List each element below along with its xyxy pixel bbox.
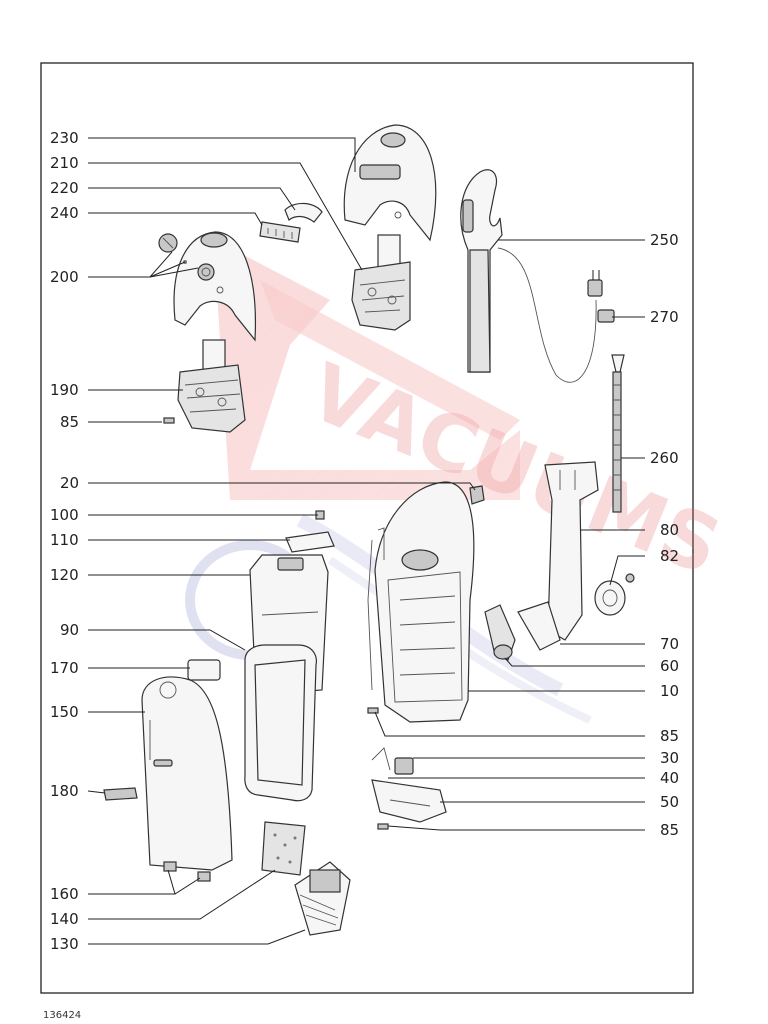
part-20-clip — [469, 485, 485, 505]
part-82-wheel — [594, 573, 635, 616]
callout-240: 240 — [50, 204, 79, 222]
callout-210: 210 — [50, 154, 79, 172]
callout-170: 170 — [50, 659, 79, 677]
part-200-hood — [158, 231, 257, 342]
part-130-filter — [294, 861, 351, 936]
part-180-insert — [103, 787, 138, 801]
callout-110: 110 — [50, 531, 79, 549]
callout-85-upper: 85 — [60, 413, 79, 431]
part-90-gasket-frame — [244, 644, 317, 802]
callout-20: 20 — [60, 474, 79, 492]
part-260-hose — [611, 354, 625, 513]
callout-260: 260 — [650, 449, 679, 467]
callout-120: 120 — [50, 566, 79, 584]
callout-85-lower: 85 — [660, 821, 679, 839]
part-30-switch — [394, 757, 414, 775]
part-10-chassis — [367, 481, 475, 723]
callout-150: 150 — [50, 703, 79, 721]
part-170-latch — [187, 659, 221, 681]
leader-lines — [87, 137, 645, 945]
part-190-motor-block — [177, 339, 246, 433]
part-50-base — [371, 779, 447, 823]
callout-140: 140 — [50, 910, 79, 928]
part-270-plug — [587, 270, 615, 323]
callout-50: 50 — [660, 793, 679, 811]
part-85-screw-a — [163, 417, 175, 424]
part-240 — [259, 221, 301, 243]
part-250-handle — [460, 169, 597, 383]
callout-160: 160 — [50, 885, 79, 903]
part-60-elbow — [484, 604, 516, 661]
part-80-tube — [544, 461, 599, 641]
callout-labels: 230 210 220 240 200 190 85 20 100 110 12… — [50, 129, 679, 953]
part-210-motor-housing — [351, 234, 411, 331]
callout-230: 230 — [50, 129, 79, 147]
part-140-filter-pad — [261, 821, 306, 876]
callout-40: 40 — [660, 769, 679, 787]
document-number: 136424 — [43, 1010, 82, 1021]
callout-10: 10 — [660, 682, 679, 700]
diagram-border — [40, 62, 694, 994]
callout-82: 82 — [660, 547, 679, 565]
part-40-socket — [371, 747, 391, 771]
part-85-screw-c — [377, 823, 389, 830]
callout-60: 60 — [660, 657, 679, 675]
callout-250: 250 — [650, 231, 679, 249]
part-160-clips — [163, 861, 211, 882]
part-150-front-cover — [141, 676, 233, 871]
part-230-top-hood — [343, 124, 437, 242]
part-70-duct — [517, 601, 561, 651]
callout-220: 220 — [50, 179, 79, 197]
callout-190: 190 — [50, 381, 79, 399]
part-110-bracket — [285, 531, 335, 553]
callout-70: 70 — [660, 635, 679, 653]
callout-30: 30 — [660, 749, 679, 767]
callout-200: 200 — [50, 268, 79, 286]
callout-180: 180 — [50, 782, 79, 800]
callout-80: 80 — [660, 521, 679, 539]
callout-270: 270 — [650, 308, 679, 326]
callout-90: 90 — [60, 621, 79, 639]
part-85-screw-b — [367, 707, 379, 714]
callout-85-mid: 85 — [660, 727, 679, 745]
part-220 — [284, 202, 323, 223]
callout-100: 100 — [50, 506, 79, 524]
callout-130: 130 — [50, 935, 79, 953]
